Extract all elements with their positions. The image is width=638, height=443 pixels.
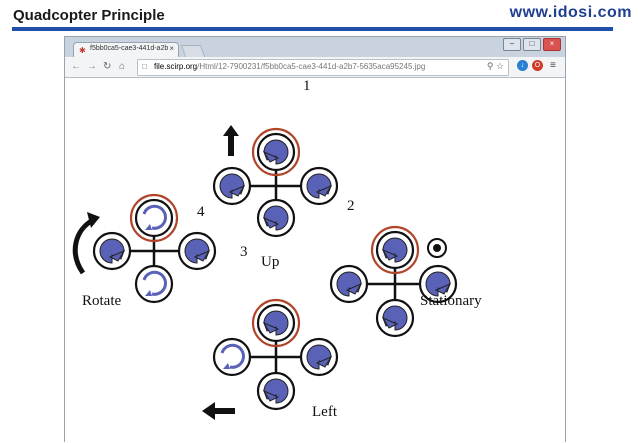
rotor-4	[212, 166, 252, 206]
left-arrow-icon	[202, 402, 235, 420]
close-window-button[interactable]: ×	[543, 38, 561, 51]
label-up: Up	[261, 254, 280, 270]
site-url: www.idosi.com	[509, 4, 632, 21]
browser-tab[interactable]: ✱ f5bb0ca5-cae3-441d-a2b ×	[73, 42, 179, 58]
quad-stationary	[329, 225, 458, 338]
up-arrow-icon	[223, 125, 239, 156]
quad-up	[212, 125, 339, 238]
rotor-right-rotate	[177, 231, 217, 271]
menu-icon[interactable]: ≡	[550, 60, 556, 71]
reload-icon[interactable]: ↻	[103, 61, 112, 72]
image-content: 1 2 3 4 Up Rotate Stationary Left	[65, 78, 565, 443]
quad-rotate	[72, 193, 217, 304]
address-bar[interactable]: □ file.scirp.org/Html/12-7900231/f5bb0ca…	[137, 59, 509, 76]
url-host: file.scirp.org	[154, 62, 198, 71]
forward-icon[interactable]: →	[87, 61, 97, 72]
label-left: Left	[312, 404, 337, 420]
rotor-back-rotate	[134, 264, 174, 304]
rotor-front-rotate	[134, 198, 174, 238]
tab-title: f5bb0ca5-cae3-441d-a2b	[90, 45, 169, 52]
minimize-button[interactable]: –	[503, 38, 521, 51]
extension-download-icon[interactable]: ↓	[517, 60, 528, 71]
rotor-left-left	[212, 337, 252, 377]
slide-title: Quadcopter Principle	[13, 7, 165, 24]
rotor-right-left	[299, 337, 339, 377]
browser-toolbar: ← → ↻ ⌂ □ file.scirp.org/Html/12-7900231…	[65, 57, 565, 78]
home-icon[interactable]: ⌂	[119, 61, 126, 72]
rotor-2	[299, 166, 339, 206]
new-tab-button[interactable]	[180, 45, 206, 57]
rotor-number-3: 3	[240, 244, 248, 260]
rotor-left-stationary	[329, 264, 369, 304]
label-rotate: Rotate	[82, 293, 122, 309]
window-controls: – □ ×	[501, 38, 561, 51]
quad-left	[202, 298, 339, 420]
zoom-star-icons[interactable]: ⚲ ☆	[486, 61, 504, 71]
rotor-number-1: 1	[303, 78, 311, 94]
rotor-back-left	[256, 371, 296, 411]
rotate-arrow-icon	[72, 217, 95, 275]
quadcopter-diagram	[72, 125, 458, 420]
maximize-button[interactable]: □	[523, 38, 541, 51]
extension-opera-icon[interactable]: O	[532, 60, 543, 71]
label-stationary: Stationary	[420, 293, 482, 309]
page-icon: □	[142, 62, 147, 71]
browser-window: ✱ f5bb0ca5-cae3-441d-a2b × – □ × ← → ↻ ⌂…	[64, 36, 566, 443]
rotor-back-stationary	[375, 298, 415, 338]
url-path: /Html/12-7900231/f5bb0ca5-cae3-441d-a2b7…	[197, 62, 426, 71]
rotor-number-4: 4	[197, 204, 205, 220]
rotor-1	[256, 132, 296, 172]
rotor-number-2: 2	[347, 198, 355, 214]
tab-close-icon[interactable]: ×	[169, 44, 174, 53]
rotor-front-stationary	[375, 230, 415, 270]
rotor-front-left	[256, 303, 296, 343]
rotor-3	[256, 198, 296, 238]
title-underline	[12, 27, 613, 31]
tab-strip: ✱ f5bb0ca5-cae3-441d-a2b × – □ ×	[65, 37, 565, 58]
back-icon[interactable]: ←	[71, 61, 81, 72]
rotor-left-rotate	[92, 231, 132, 271]
url-text: file.scirp.org/Html/12-7900231/f5bb0ca5-…	[154, 62, 425, 71]
favicon-icon: ✱	[79, 46, 86, 55]
